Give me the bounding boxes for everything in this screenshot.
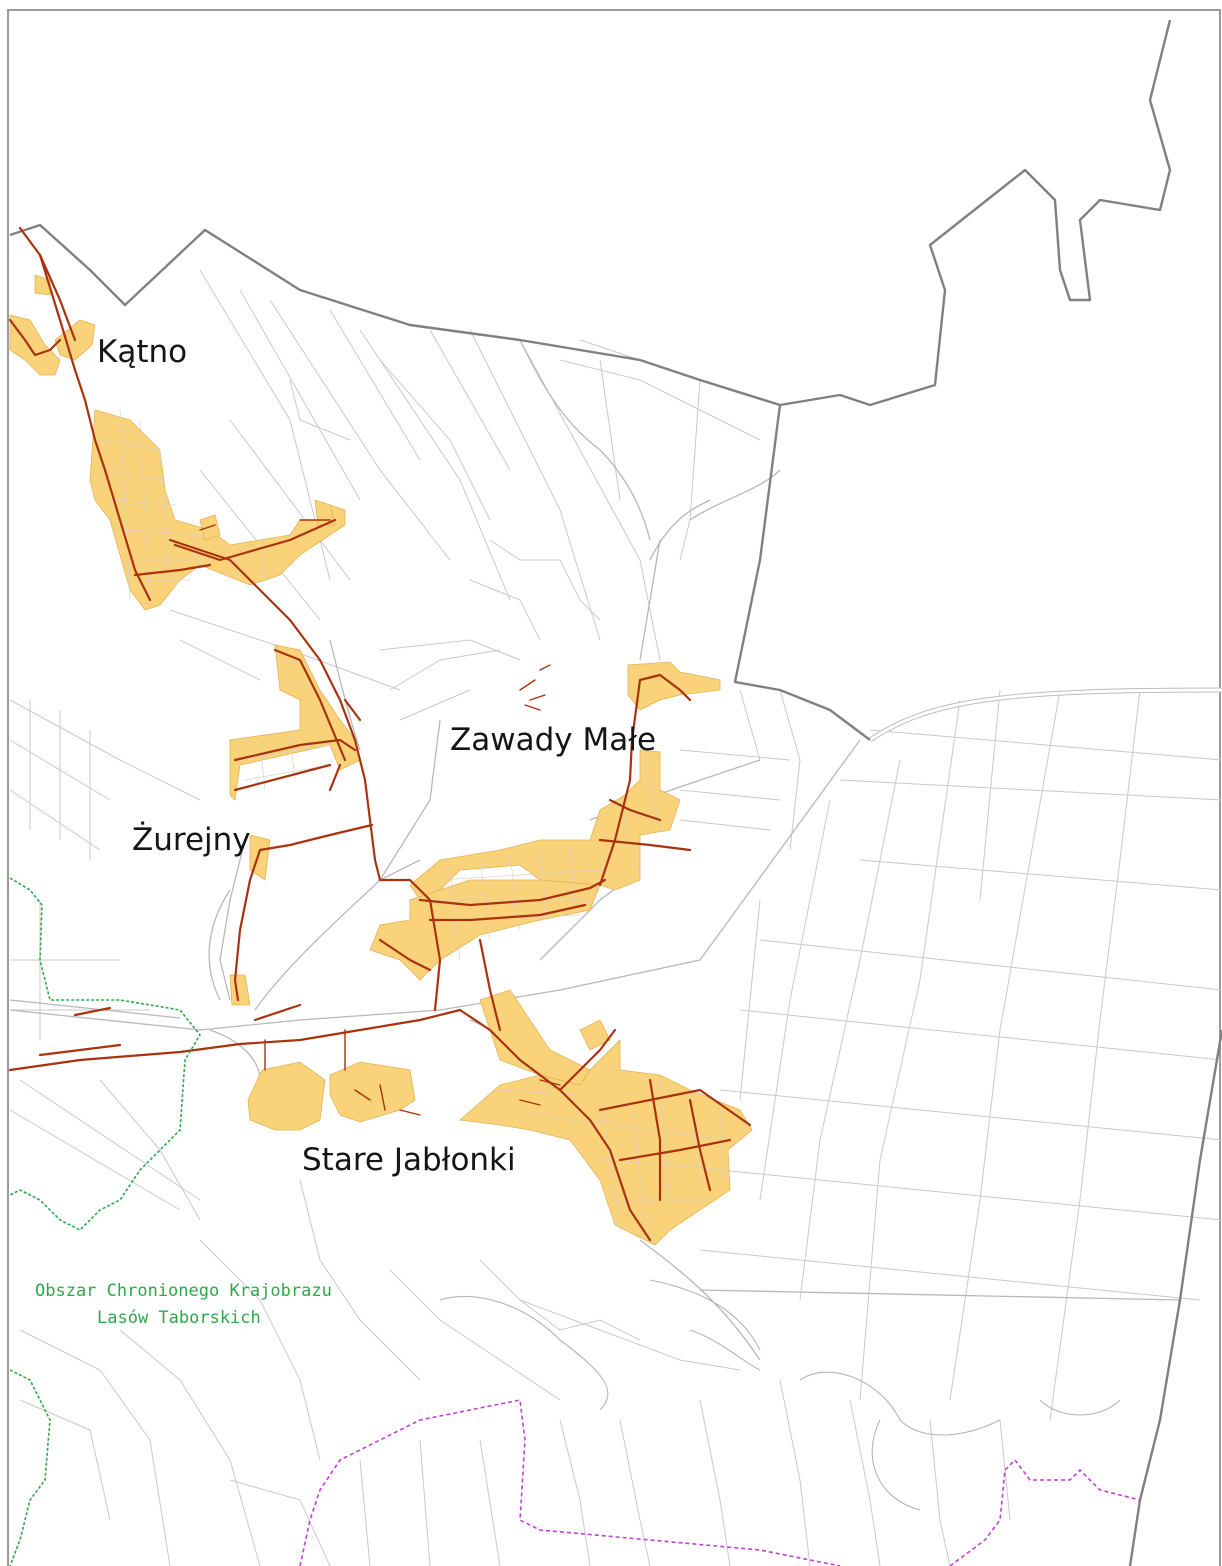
- map-frame: [7, 9, 1221, 1566]
- parcel-lines: [9, 269, 1222, 1566]
- protected-area-boundary: [9, 877, 201, 1231]
- settlement-zawady-male: [369, 661, 721, 981]
- protected-area-label-line2: Lasów Taborskich: [97, 1308, 261, 1328]
- place-label-katno[interactable]: Kątno: [97, 334, 187, 370]
- municipal-boundary-east: [733, 404, 871, 741]
- protected-area-label-line1: Obszar Chronionego Krajobrazu: [35, 1281, 332, 1301]
- municipal-boundary: [9, 19, 1172, 407]
- road-network: [9, 339, 1222, 1361]
- place-label-zawady-male[interactable]: Zawady Małe: [450, 722, 656, 758]
- district-boundary: [299, 1399, 841, 1566]
- place-label-stare-jablonki[interactable]: Stare Jabłonki: [302, 1142, 516, 1178]
- district-boundary-east: [949, 1458, 1141, 1566]
- settlement-katno: [9, 274, 346, 611]
- utility-network: [8, 226, 752, 1242]
- protected-area-boundary-south: [9, 1369, 51, 1566]
- municipal-boundary-southeast: [1128, 1029, 1222, 1566]
- place-label-zurejny[interactable]: Żurejny: [132, 822, 251, 858]
